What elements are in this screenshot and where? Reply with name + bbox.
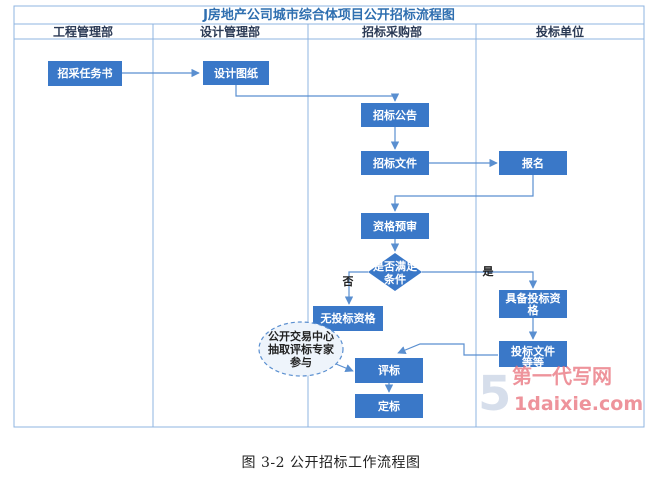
lane-header-engineering: 工程管理部 [53,24,113,39]
node-no-qualification-label: 无投标资格 [320,311,377,325]
connector-biddoc-to-evaluate [397,343,498,356]
node-decision: 是否满足 条件 [368,253,422,291]
lane-header-design: 设计管理部 [200,24,260,39]
node-prequalification-label: 资格预审 [373,219,417,233]
watermark: 5 第一代写网 1daixie.com [478,364,643,422]
watermark-brand: 第一代写网 [512,364,612,388]
node-qualified-label-line2: 格 [528,303,540,317]
node-award: 定标 [355,394,423,418]
diagram-title: J房地产公司城市综合体项目公开招标流程图 [202,7,455,23]
node-award-label: 定标 [378,399,400,413]
connector-design-to-announce [235,85,400,102]
node-expert-panel-line2: 抽取评标专家 [268,342,335,356]
watermark-logo: 5 [478,366,511,422]
node-qualified: 具备投标资 格 [499,290,567,318]
branch-yes-label: 是 [482,265,495,278]
connector-experts-to-evaluate [335,363,354,373]
node-evaluation-label: 评标 [378,363,400,377]
node-announcement: 招标公告 [361,103,429,127]
node-tender-documents-label: 招标文件 [373,156,417,170]
node-tender-task-label: 招采任务书 [58,66,113,80]
node-qualified-label-line1: 具备投标资 [506,291,561,305]
node-prequalification: 资格预审 [361,213,429,239]
node-expert-panel: 公开交易中心 抽取评标专家 参与 [258,321,344,377]
node-bid-documents-label-line2: 等等 [521,355,544,369]
node-expert-panel-line3: 参与 [290,355,312,369]
lane-header-bidder: 投标单位 [536,24,584,39]
node-bid-documents-label-line1: 投标文件 [511,344,555,358]
lane-header-procurement: 招标采购部 [362,24,422,39]
watermark-url: 1daixie.com [514,393,643,415]
node-registration-label: 报名 [522,156,544,170]
node-tender-task: 招采任务书 [48,61,122,86]
branch-no-label: 否 [342,275,354,288]
node-tender-documents: 招标文件 [361,151,429,175]
connector-register-to-prequal [390,175,534,212]
node-evaluation: 评标 [355,358,423,383]
node-decision-label-line1: 是否满足 [372,259,418,273]
node-announcement-label: 招标公告 [373,108,417,122]
flowchart: J房地产公司城市综合体项目公开招标流程图 工程管理部 设计管理部 招标采购部 投… [13,5,645,428]
figure-caption: 图 3-2 公开招标工作流程图 [241,455,421,471]
connector-decision-no [344,271,368,305]
node-decision-label-line2: 条件 [383,272,406,286]
node-expert-panel-line1: 公开交易中心 [268,329,334,343]
node-registration: 报名 [499,151,567,175]
node-design-drawings-label: 设计图纸 [214,66,258,80]
node-bid-documents: 投标文件 等等 [499,341,567,369]
connector-decision-yes [422,271,538,289]
node-design-drawings: 设计图纸 [203,61,269,85]
